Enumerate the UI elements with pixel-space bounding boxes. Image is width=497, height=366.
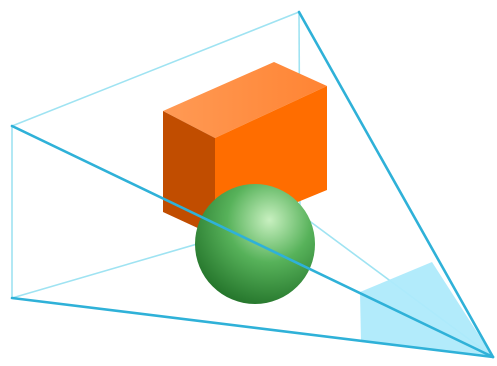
- front-edge-bottom: [10, 296, 495, 359]
- box-top-face: [163, 62, 327, 138]
- near-plane: [360, 262, 493, 357]
- frustum-near-edges: [10, 10, 495, 359]
- far-edge-top: [11, 11, 300, 127]
- front-edge-top: [297, 10, 495, 359]
- front-edge-middle: [10, 124, 495, 359]
